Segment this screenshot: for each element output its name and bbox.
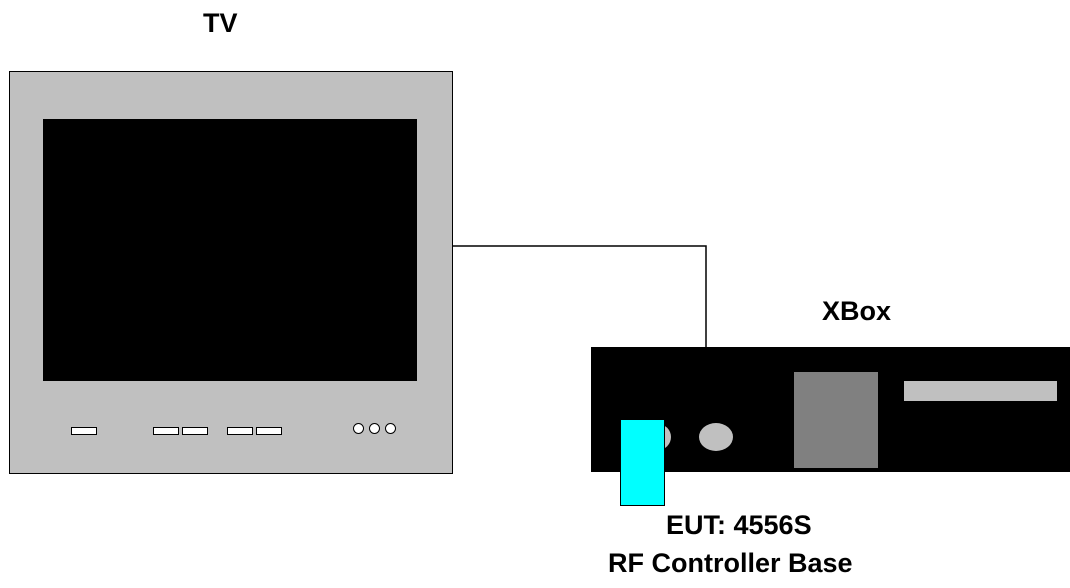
eut-label: EUT: 4556S bbox=[666, 510, 812, 540]
xbox-disc-slot bbox=[904, 381, 1057, 401]
tv-button bbox=[256, 427, 282, 435]
tv-knob bbox=[369, 423, 380, 434]
tv-screen bbox=[43, 119, 417, 381]
xbox-label: XBox bbox=[822, 296, 892, 326]
tv-button bbox=[153, 427, 179, 435]
cable-line bbox=[453, 245, 707, 347]
xbox-panel bbox=[794, 372, 878, 468]
rf-controller-base-label: RF Controller Base bbox=[608, 548, 853, 578]
tv-button bbox=[71, 427, 97, 435]
tv-button bbox=[182, 427, 208, 435]
tv-monitor bbox=[9, 71, 453, 474]
rf-controller-base bbox=[620, 419, 665, 506]
tv-knob bbox=[353, 423, 364, 434]
tv-label: TV bbox=[203, 8, 238, 38]
tv-knob bbox=[385, 423, 396, 434]
tv-button bbox=[227, 427, 253, 435]
xbox-button bbox=[699, 423, 733, 451]
